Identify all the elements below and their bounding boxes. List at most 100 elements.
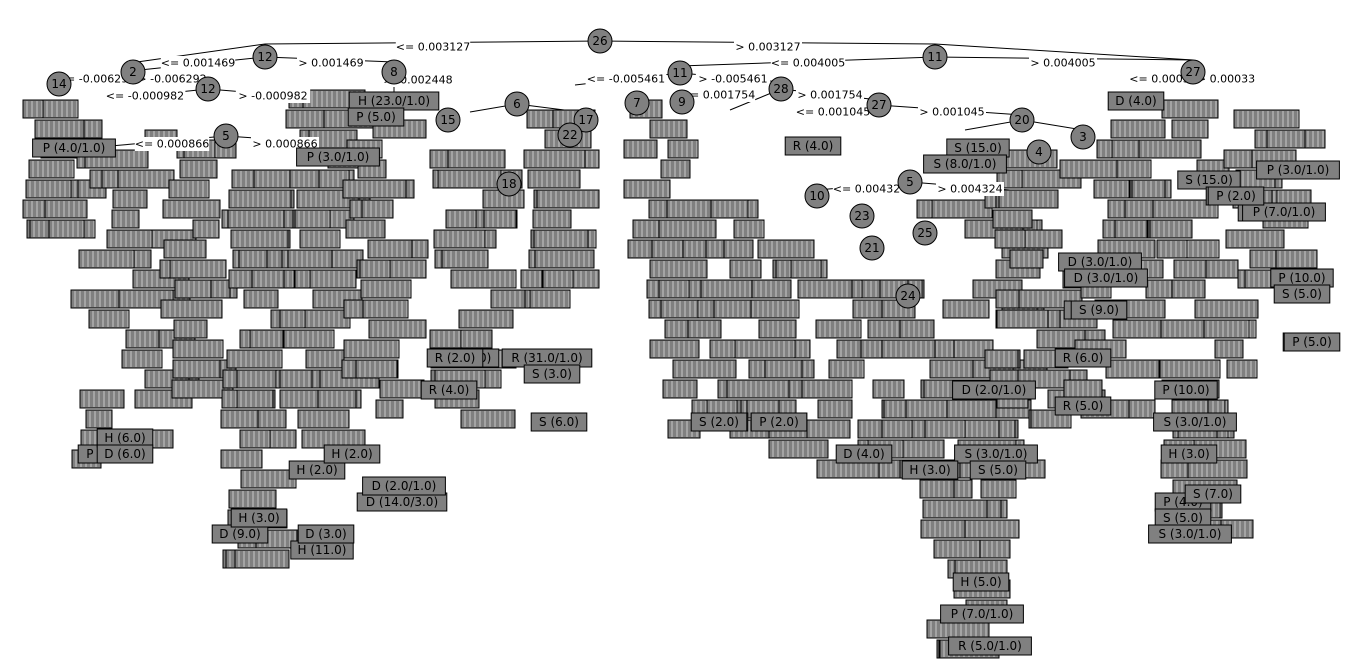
overlapping-leaf [299,229,341,249]
overlapping-leaf [355,359,398,379]
leaf-label: S (3.0/1.0) [1158,527,1221,541]
overlapping-leaf [78,249,135,269]
overlapping-leaf [623,139,658,159]
split-node [1026,139,1052,165]
leaf-label: S (6.0) [539,415,579,429]
split-node [804,183,830,209]
overlapping-leaf [996,309,1049,329]
leaf-node [1054,348,1112,368]
edge-label-bg [734,40,802,54]
leaf-node [901,460,959,480]
overlapping-leaf [458,309,514,329]
leaf-label: R (4.0) [429,383,470,397]
split-node-label: 10 [809,189,824,203]
split-node-label: 18 [501,177,516,191]
leaf-node [1207,186,1265,206]
overlapping-leaf [251,269,285,289]
leaf-label: S (5.0) [1282,287,1322,301]
leaf-node [1283,332,1341,352]
overlapping-leaf [1112,319,1169,339]
leaf-label: D (2.0/1.0) [962,383,1027,397]
overlapping-leaf [1138,139,1202,159]
overlapping-leaf [171,379,234,399]
overlapping-leaf [79,389,125,409]
leaf-node [1242,202,1326,222]
split-node-label: 12 [257,50,272,64]
split-node [895,283,921,309]
edge-label-bg [770,56,846,70]
edge-label-bg [695,72,771,86]
leaf-label: H (23.0/1.0) [358,94,430,108]
leaf-label: S (8.0/1.0) [933,157,996,171]
overlapping-leaf [529,289,571,309]
split-node-label: 27 [1185,65,1200,79]
leaf-node [1273,284,1331,304]
split-node-label: 7 [633,96,641,110]
split-node [912,220,938,246]
leaf-node [1070,300,1128,320]
edge-labels-layer: <= 0.003127> 0.003127<= 0.001469> 0.0014… [55,40,1257,196]
split-node-label: 23 [854,209,869,223]
edge-label: <= 0.003127 [396,41,470,54]
leaf-node [296,147,380,167]
overlapping-leaf [168,179,210,199]
overlapping-leaf [160,299,223,319]
leaf-label: D (14.0/3.0) [366,495,438,509]
split-node [866,92,892,118]
edge-label-bg [55,72,137,86]
leaf-node [362,476,446,496]
edge-label: > -0.006292 [137,73,206,86]
split-node-label: 28 [773,82,788,96]
leaf-label: D (9.0) [219,527,261,541]
overlapping-leaf [48,219,85,239]
overlapping-leaf [790,259,822,279]
leaf-label: H (6.0) [104,431,145,445]
edge-label: > 0.00033 [1197,73,1255,86]
edge-label-bg [918,105,986,119]
split-node-label: 22 [562,128,577,142]
leaf-label: S (5.0) [1163,511,1203,525]
leaf-label: H (2.0) [331,447,372,461]
overlapping-leaf [920,519,966,539]
overlapping-leaf [922,499,988,519]
split-node [573,107,599,133]
split-node-label: 8 [390,65,398,79]
overlapping-leaf [287,249,333,269]
leaf-node [96,444,154,464]
leaf-node [1154,380,1218,400]
split-node-label: 20 [1014,113,1029,127]
split-node [381,59,407,85]
overlapping-leaf [228,189,292,209]
overlapping-leaf [361,199,394,219]
overlapping-leaf [1131,179,1166,199]
leaf-label: S (5.0) [978,463,1018,477]
leaf-node [530,412,588,432]
split-node [1009,107,1035,133]
split-node-label: 11 [927,50,942,64]
leaf-label: H (5.0) [960,575,1001,589]
overlapping-leaf [239,429,271,449]
overlapping-leaf [163,239,207,259]
split-node-label: 2 [129,65,137,79]
leaf-node [420,380,478,400]
leaf-label: R (5.0) [1063,399,1104,413]
split-node [195,76,221,102]
split-node-label: 11 [672,66,687,80]
edge-label-bg [832,182,908,196]
overlapping-leaf [881,339,936,359]
edge-label-bg [1129,72,1197,86]
edge-label: <= -0.006292 [57,73,135,86]
edge-label-bg [104,89,186,103]
overlapping-leaf [734,339,796,359]
overlapping-leaf [121,349,163,369]
overlapping-leaf [450,269,517,289]
split-node-label: 9 [678,95,686,109]
split-node-label: 5 [906,175,914,189]
overlapping-leaf [931,199,993,219]
overlapping-leaf [667,139,699,159]
overlapping-leaf [226,349,283,369]
overlapping-leaf [294,209,331,229]
overlapping-leaf [483,209,517,229]
overlapping-leaf [1159,359,1221,379]
overlapping-leaf [236,389,274,409]
